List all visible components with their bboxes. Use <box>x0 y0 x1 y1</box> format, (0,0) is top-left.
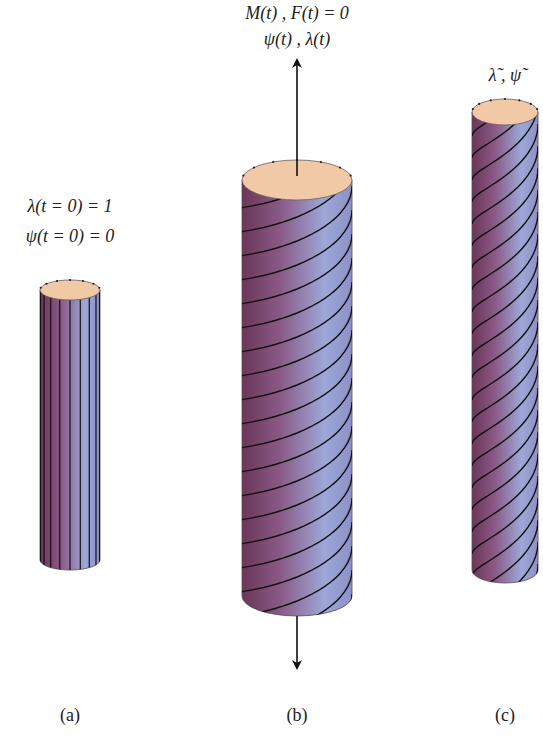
rim-dot <box>40 287 42 289</box>
cylinder-body <box>40 290 100 570</box>
state-label: λ̃ , ψ̃ <box>489 65 521 87</box>
helix-line <box>242 354 352 424</box>
fiber-line <box>50 298 51 568</box>
helix-line <box>472 124 538 202</box>
helix-line <box>472 586 538 664</box>
cylinder-top <box>472 99 538 125</box>
rim-dot <box>530 103 532 105</box>
helix-line <box>472 498 538 576</box>
fiber-line <box>89 298 90 568</box>
rim-dot <box>253 166 255 168</box>
helix-line <box>242 330 352 400</box>
rim-dot <box>478 103 480 105</box>
helix-line <box>242 234 352 304</box>
state-label: M(t) , F(t) = 0 <box>245 3 349 25</box>
fiber-line <box>40 292 41 562</box>
helix-line <box>472 278 538 356</box>
helix-line <box>242 282 352 352</box>
rim-dot <box>490 99 492 101</box>
helix-line <box>242 258 352 328</box>
helix-line <box>472 80 538 158</box>
rim-dot <box>472 108 474 110</box>
helix-line <box>242 402 352 472</box>
rim-dot <box>82 280 84 282</box>
helix-line <box>472 190 538 268</box>
force-arrow <box>296 60 298 176</box>
rim-dot <box>98 287 100 289</box>
helix-line <box>472 322 538 400</box>
panel-caption: (c) <box>495 705 515 727</box>
material-lines <box>40 292 99 570</box>
rim-dot <box>69 279 71 281</box>
fiber-line <box>99 292 100 562</box>
helix-line <box>472 58 538 136</box>
helix-line <box>242 426 352 496</box>
helix-line <box>472 14 538 92</box>
state-label: ψ(t) , λ(t) <box>264 29 330 51</box>
state-label: λ(t = 0) = 1 <box>27 196 112 218</box>
helix-line <box>472 542 538 620</box>
helix-line <box>472 256 538 334</box>
rim-dot <box>536 108 538 110</box>
helix-line <box>472 388 538 466</box>
helix-line <box>472 344 538 422</box>
fiber-line <box>95 295 96 565</box>
helix-line <box>472 300 538 378</box>
helix-line <box>472 608 538 686</box>
rim-dot <box>320 161 322 163</box>
rim-dot <box>45 283 47 285</box>
helix-line <box>472 234 538 312</box>
helix-line <box>242 474 352 544</box>
fiber-line <box>69 300 70 570</box>
rim-dot <box>504 98 506 100</box>
rim-dot <box>339 166 341 168</box>
cylinder-body <box>472 112 538 583</box>
panel-caption: (a) <box>60 705 80 727</box>
helix-line <box>242 450 352 520</box>
helix-line <box>242 522 352 592</box>
helix-line <box>472 476 538 554</box>
helix-line <box>472 410 538 488</box>
helix-line <box>472 454 538 532</box>
rim-dot <box>56 280 58 282</box>
helix-line <box>242 498 352 568</box>
helix-line <box>472 520 538 598</box>
fiber-line <box>80 299 81 569</box>
state-label: ψ(t = 0) = 0 <box>26 226 114 248</box>
helix-line <box>472 168 538 246</box>
helix-line <box>472 564 538 642</box>
cylinder-body <box>242 180 352 616</box>
panel-caption: (b) <box>287 705 308 727</box>
rim-dot <box>350 174 352 176</box>
material-lines <box>242 90 352 688</box>
cylinder-top <box>40 280 100 300</box>
helix-line <box>242 306 352 376</box>
helix-line <box>242 546 352 616</box>
rim-dot <box>92 283 94 285</box>
helix-line <box>242 210 352 280</box>
helix-line <box>242 378 352 448</box>
helix-line <box>472 432 538 510</box>
force-arrow <box>296 616 298 668</box>
fiber-line <box>59 299 60 569</box>
rim-dot <box>272 161 274 163</box>
rim-dot <box>242 174 244 176</box>
helix-line <box>472 366 538 444</box>
helix-line <box>472 212 538 290</box>
helix-line <box>472 146 538 224</box>
material-lines <box>472 14 538 686</box>
fiber-line <box>43 295 44 565</box>
rim-dot <box>518 99 520 101</box>
